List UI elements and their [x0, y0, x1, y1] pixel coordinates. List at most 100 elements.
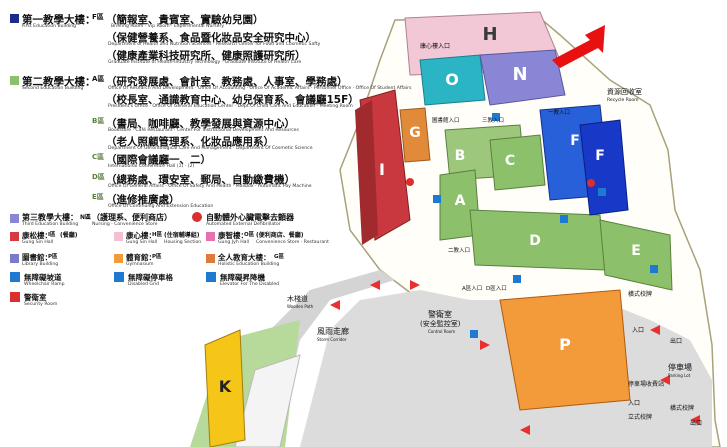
parking-en: Parking Lot [668, 373, 691, 378]
svg-text:K: K [219, 377, 232, 396]
gung-sung-swatch [10, 232, 19, 241]
wheelchair-ramp-label: 無障礙坡道 [24, 273, 62, 282]
gung-sung-label: 康松樓： [22, 231, 52, 240]
building-g[interactable]: G [399, 107, 431, 163]
svg-text:N: N [512, 64, 527, 85]
gymnasium-en: Gymnasium [126, 262, 154, 267]
third-building-letter: N區 [80, 214, 92, 221]
aed-label: 自動體外心臟電擊去顫器 [206, 213, 294, 222]
disabled-grid-label: 無障礙停車格 [128, 273, 173, 282]
third-building-en: Third Education Building [22, 222, 79, 227]
elevator-icon [206, 272, 216, 282]
third-building-tag: 第三教學大樓： [22, 213, 78, 222]
holistic-en: Holistic Education Building [218, 262, 280, 267]
zone-c-line: （國際會議廳一、二） [106, 154, 211, 166]
gung-jyh-note: (便利商店、餐廳) [256, 232, 304, 239]
security-room-en: Security Room [24, 302, 58, 307]
third-building-line: （護理系、便利商店） [92, 213, 172, 222]
svg-text:D: D [529, 233, 541, 249]
first-building-letter: F區 [92, 13, 104, 21]
road-arrows [330, 280, 700, 435]
library-en: Library Building [22, 262, 59, 267]
second-building-line-1: （研究發展處、會計室、教務處、人事室、學務處） [106, 76, 348, 88]
gung-sung-note: (餐廳) [60, 232, 78, 239]
disabled-grid-icon [114, 272, 124, 282]
library-label: 圖書館： [22, 253, 52, 262]
security-room-label: 警衛室 [24, 293, 47, 302]
second-building-en: Second Education Building [22, 86, 84, 91]
svg-text:O: O [445, 70, 459, 89]
zone-e-en: Office Of Continuing And Extension Educa… [108, 204, 214, 209]
third-building-en2: Nursing · Convenience Store [92, 222, 158, 227]
svg-text:I: I [379, 160, 385, 179]
library-swatch [10, 254, 19, 263]
holistic-letter: G區 [274, 254, 285, 260]
zone-c-letter: C區 [92, 153, 105, 161]
zone-d-line: （總務處、環安室、郵局、自動繳費機） [106, 174, 295, 186]
gung-jyh-swatch [206, 232, 215, 241]
second-building-line-2-en: President's Office · Office Of General E… [108, 104, 353, 109]
pointer-arrow [552, 25, 605, 68]
rail-sign-label-1: 橫式校牌 [628, 290, 652, 298]
second-building-entrance-label: 二教入口 [448, 246, 470, 254]
d-entrance-label: D區入口 [486, 285, 507, 292]
svg-text:E: E [631, 243, 641, 259]
svg-text:F: F [570, 133, 580, 149]
zone-c-en: International Conference Hall (1) · (2) [108, 164, 195, 169]
gung-jyh-letter: O區 [244, 232, 255, 238]
first-building-tag: 第一教學大樓： [22, 14, 96, 26]
kangxin-entrance-label: 康心樓入口 [420, 42, 450, 50]
a-entrance-label: A區入口 [462, 285, 482, 292]
disabled-grid-en: Disabled Grid [128, 282, 160, 287]
gung-jyh-label: 康智樓： [218, 231, 248, 240]
gung-sin-en2: Housing Section [164, 240, 202, 245]
storm-corridor-en: Storm Corridor [317, 337, 347, 342]
svg-text:H: H [482, 24, 497, 45]
building-k[interactable]: K [204, 329, 246, 447]
aed-icon [192, 212, 202, 222]
first-building-entrance-label: 一教入口 [548, 108, 570, 116]
building-f-2[interactable]: F [579, 119, 629, 216]
svg-text:A: A [455, 193, 466, 209]
elevator-en: Elevator For The Disabled [220, 282, 280, 287]
guard-room-sub: (安全監控室) [420, 319, 461, 328]
wooden-path-label: 木棧道 [287, 294, 308, 303]
second-building-letter: A區 [92, 75, 105, 83]
zone-d-letter: D區 [92, 173, 105, 181]
gymnasium-label: 體育館： [126, 253, 156, 262]
running-track [234, 354, 301, 447]
first-building-line-2-en: Department of Health and Nutrition Scien… [108, 42, 321, 47]
third-building-swatch [10, 214, 19, 223]
zone-e-letter: E區 [92, 193, 104, 201]
svg-text:F: F [595, 148, 605, 164]
second-building-swatch [10, 76, 19, 85]
zone-e-line: （進修推廣處） [106, 194, 180, 206]
gymnasium-swatch [114, 254, 123, 263]
library-entrance-label: 圖書館入口 [432, 116, 460, 124]
entrance-label: 入口 [632, 327, 644, 334]
guard-room-label: 警衛室 [428, 309, 452, 319]
svg-text:B: B [455, 148, 466, 164]
building-n[interactable]: N [479, 49, 566, 106]
exit-label: 出口 [670, 337, 682, 345]
gung-jyh-en: Gung Jyh Hall [218, 240, 250, 245]
entrance-label-2: 入口 [628, 400, 640, 407]
wooden-path-en: Wooden Path [287, 304, 314, 309]
gung-sin-swatch [114, 232, 123, 241]
holistic-label: 全人教育大樓： [218, 253, 271, 262]
building-c[interactable]: C [489, 134, 546, 191]
svg-text:P: P [559, 335, 571, 354]
gymnasium-letter: P區 [152, 254, 162, 260]
recycle-room-en: Recycle Room [607, 97, 639, 103]
building-d[interactable]: D [469, 209, 606, 271]
building-i[interactable]: I [355, 89, 411, 245]
parking-label: 停車場 [668, 362, 692, 372]
zone-b-en: Bookstore · Café Restaurant · Center For… [108, 128, 299, 133]
gung-sin-label: 康心樓： [126, 231, 156, 240]
building-o[interactable]: O [419, 54, 486, 106]
wheelchair-ramp-icon [10, 272, 20, 282]
building-p[interactable]: P [499, 289, 631, 411]
gung-sung-letter: I區 [48, 232, 56, 238]
map-legend: 第一教學大樓： F區 First Education Building （簡報室… [0, 0, 411, 447]
